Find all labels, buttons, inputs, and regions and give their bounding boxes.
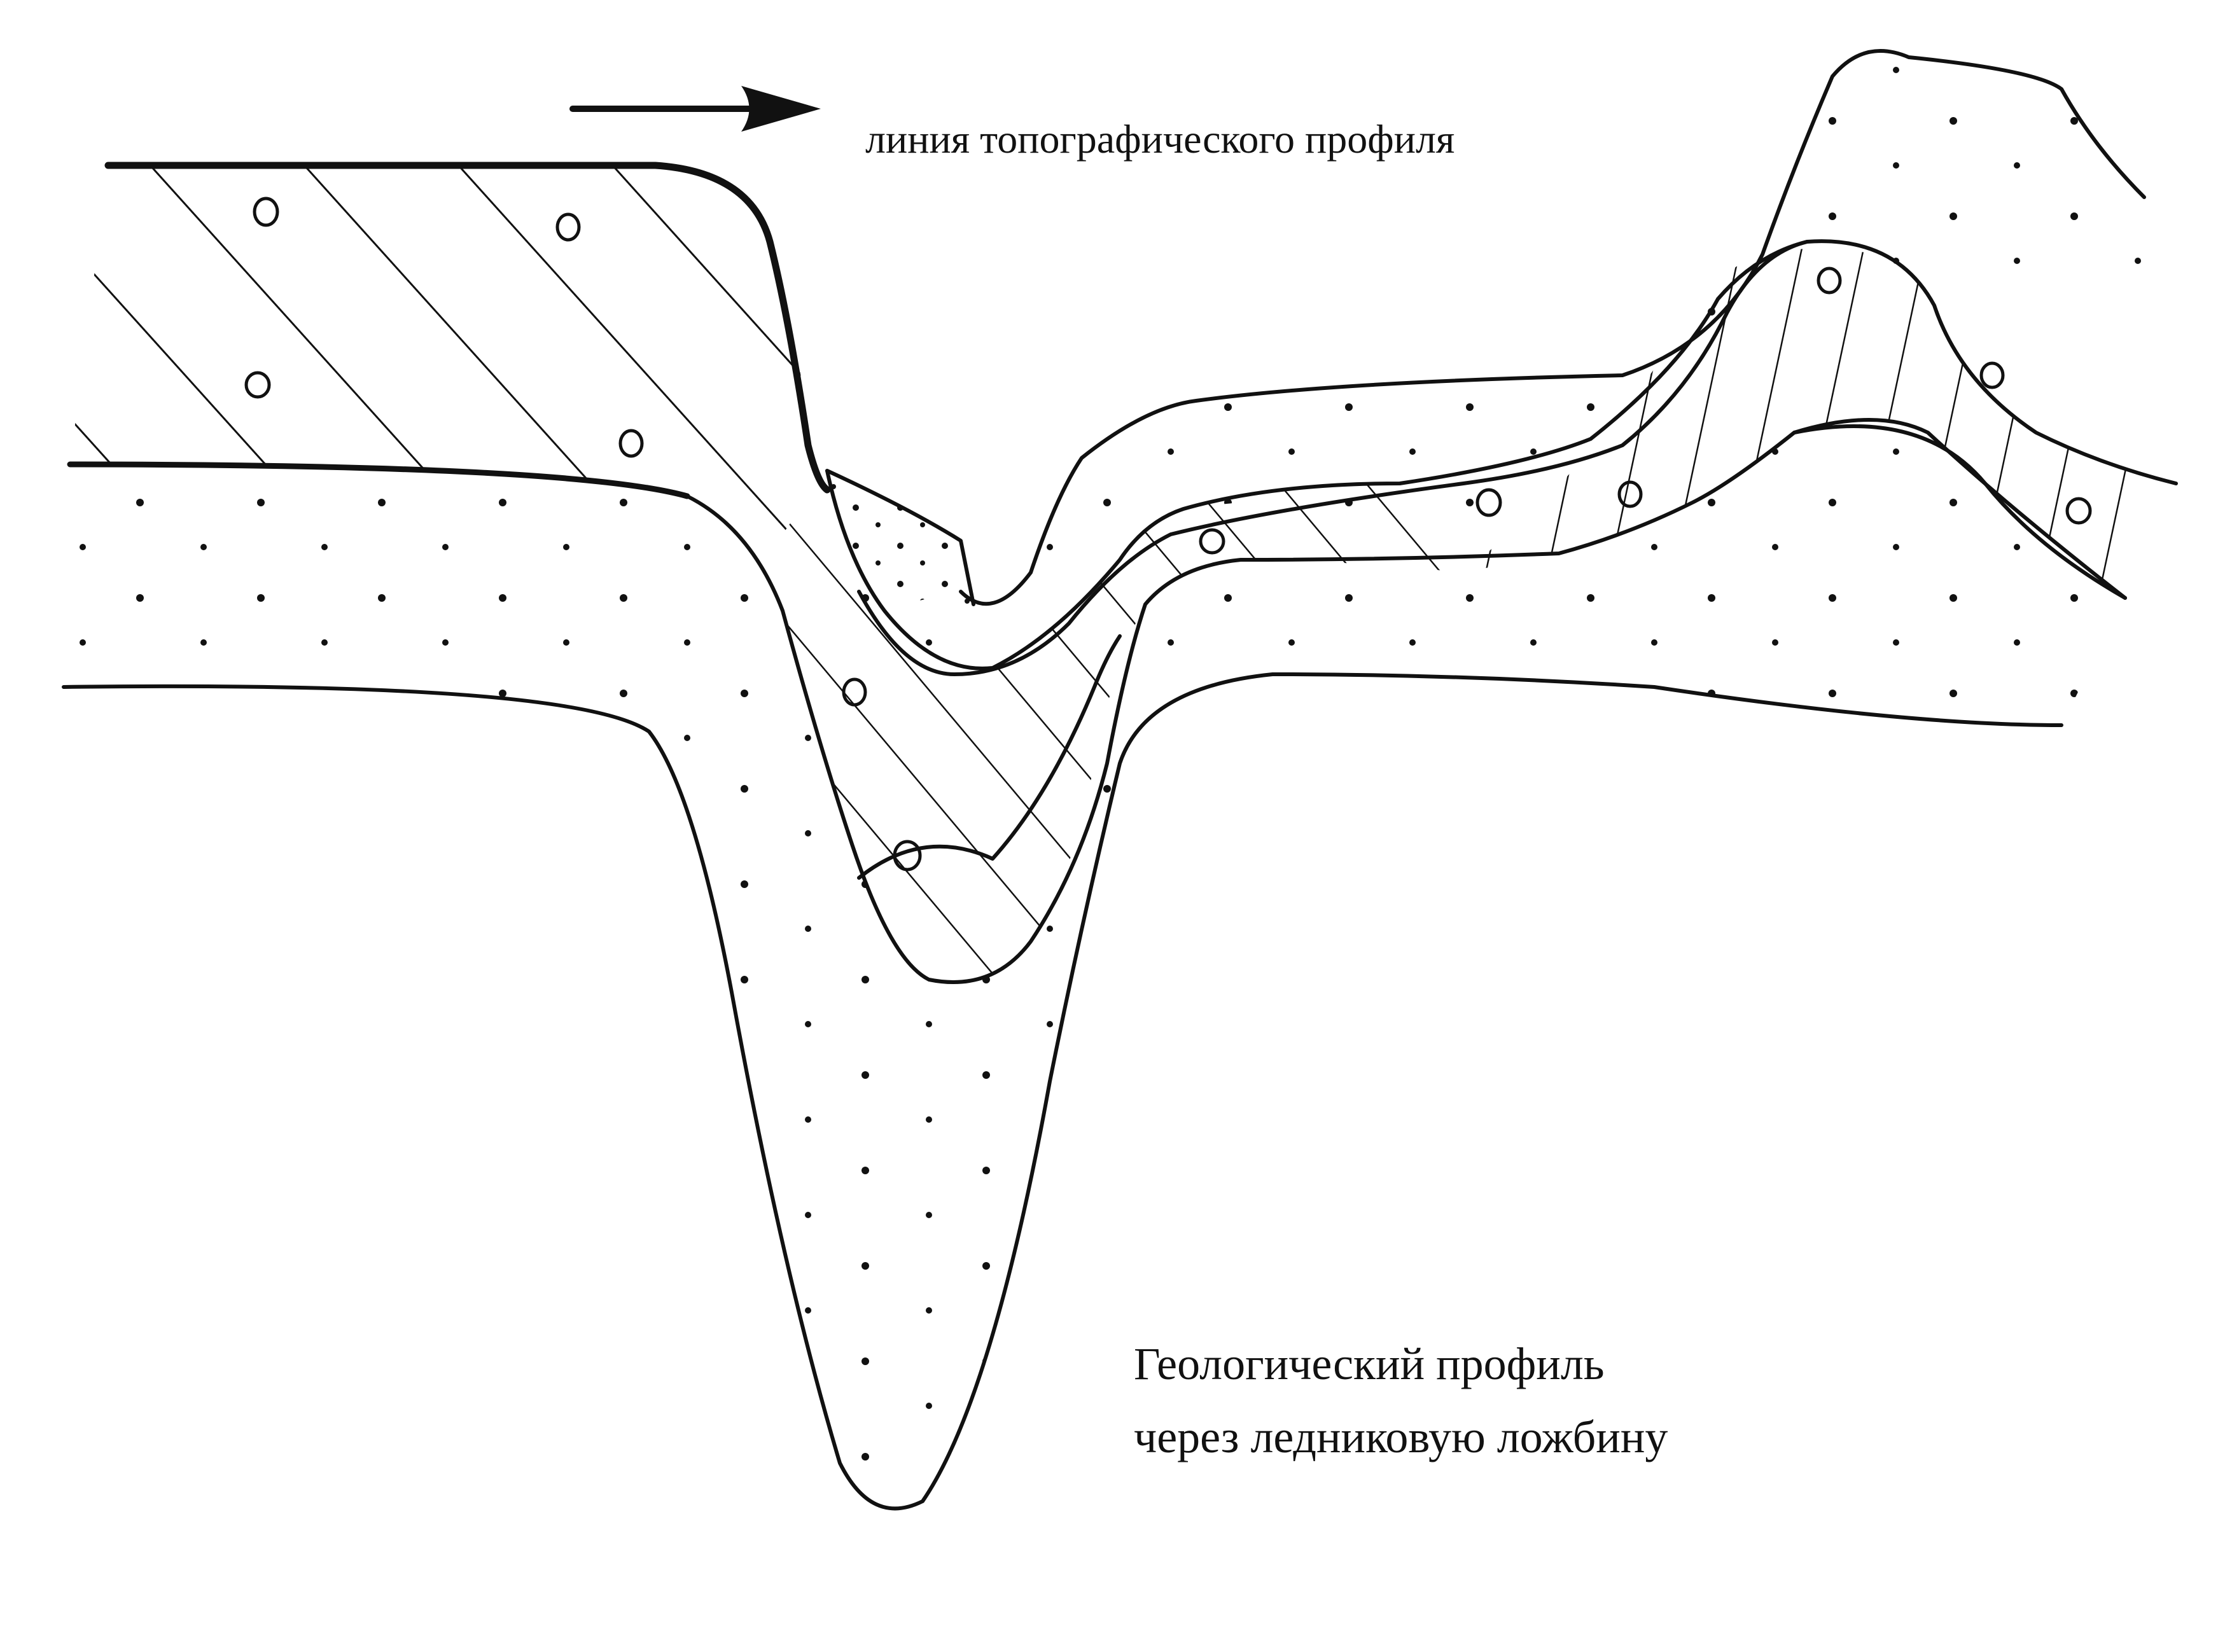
boundary-right-lower	[1792, 424, 2127, 600]
till-pebbles	[244, 197, 2092, 871]
boundary-sand-base	[62, 672, 2063, 1511]
legend-arrow-label: линия топографического профиля	[865, 116, 1454, 162]
boundary-upper-sand-base	[857, 240, 1809, 676]
upper-layer-base-line	[67, 461, 690, 499]
caption-line-2: через ледниковую ложбину	[1134, 1412, 1668, 1462]
topographic-surface-line	[104, 162, 831, 494]
boundary-upper-sand-top	[959, 49, 2146, 606]
arrow-icon	[569, 86, 821, 132]
boundary-sand-pocket	[825, 469, 975, 606]
boundary-trough-surface	[825, 239, 2178, 670]
caption-line-1: Геологический профиль	[1134, 1338, 1605, 1389]
